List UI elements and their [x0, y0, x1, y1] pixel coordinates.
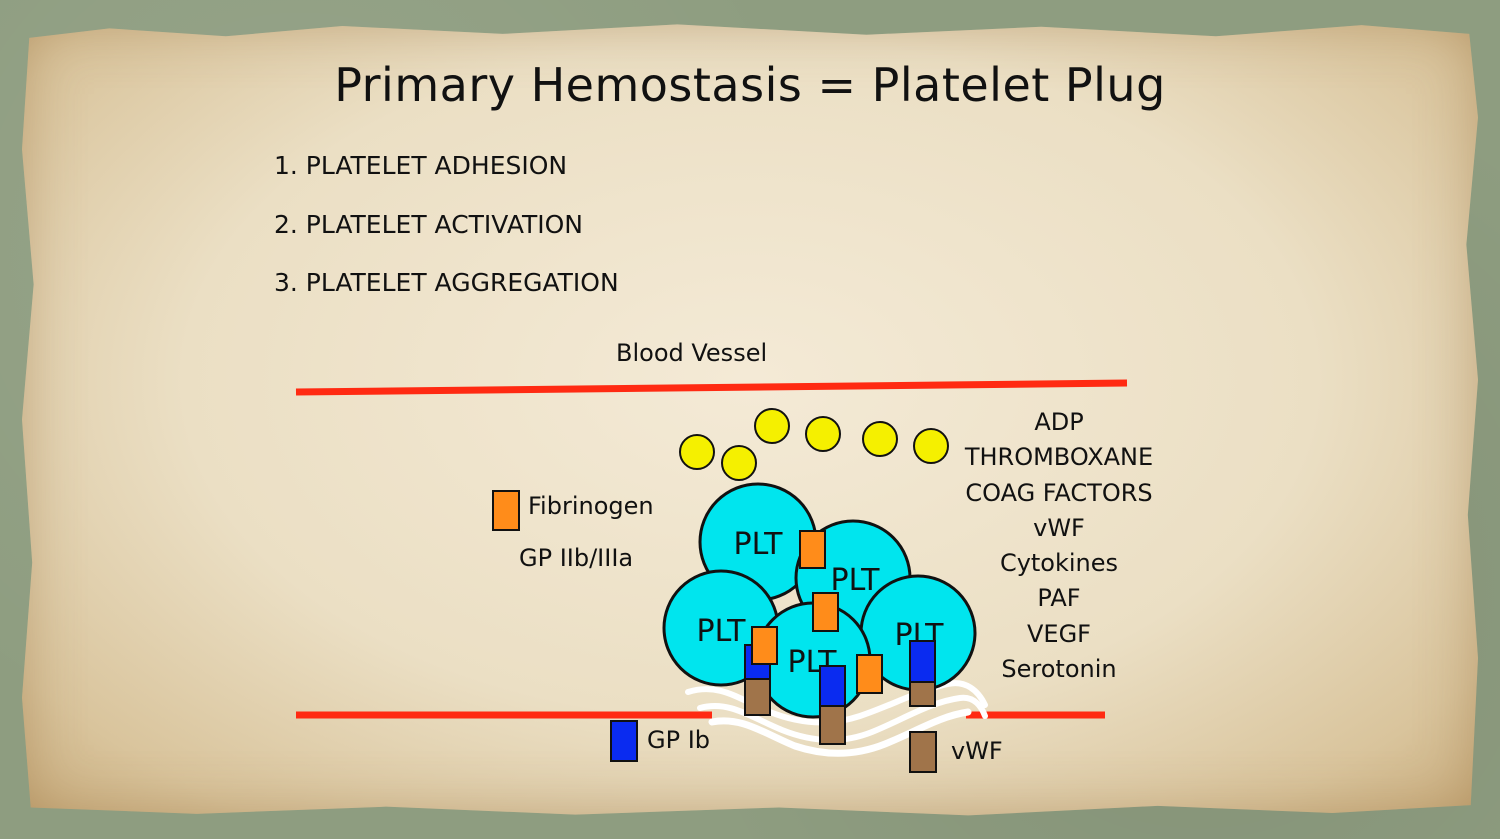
platelet-label: PLT	[697, 614, 747, 649]
gp-iib-iiia-label: GP IIb/IIIa	[519, 544, 634, 572]
step-activation: 2. PLATELET ACTIVATION	[274, 210, 583, 239]
mediator-cytokines: Cytokines	[999, 549, 1119, 578]
platelet-label: PLT	[734, 527, 784, 562]
blood-vessel-label: Blood Vessel	[616, 339, 768, 367]
step-adhesion: 1. PLATELET ADHESION	[274, 151, 568, 180]
vwf-label: vWF	[951, 737, 1003, 765]
gp-ib-label: GP Ib	[647, 726, 711, 754]
mediator-paf: PAF	[1037, 584, 1081, 613]
vwf-molecules	[744, 678, 936, 745]
mediator-list: ADP THROMBOXANE COAG FACTORS vWF Cytokin…	[950, 405, 1168, 687]
fibrinogen-bridge	[751, 626, 778, 665]
vwf-swatch	[909, 731, 937, 773]
granule	[913, 428, 949, 464]
slide-title: Primary Hemostasis = Platelet Plug	[334, 58, 1166, 112]
fibrinogen-bridge	[856, 654, 883, 694]
fibrinogen-label: Fibrinogen	[528, 492, 654, 520]
fibrinogen-bridge	[799, 530, 826, 569]
mediator-coag-factors: COAG FACTORS	[965, 478, 1153, 507]
gp-ib-swatch	[610, 720, 638, 762]
granule	[805, 416, 841, 452]
mediator-thromboxane: THROMBOXANE	[964, 443, 1154, 472]
mediator-serotonin: Serotonin	[1001, 655, 1117, 684]
vessel-wall-top	[295, 379, 1128, 396]
fibrinogen-bridges	[751, 530, 883, 694]
granule	[679, 434, 715, 470]
gp-ib-receptor	[819, 665, 846, 707]
fibrinogen-bridge	[812, 592, 839, 632]
granule	[862, 421, 898, 457]
vwf-molecule	[819, 705, 846, 745]
vwf-molecule	[909, 681, 936, 707]
step-aggregation: 3. PLATELET AGGREGATION	[274, 268, 619, 297]
mediator-adp: ADP	[1034, 408, 1084, 436]
mediator-vwf: vWF	[1033, 513, 1085, 542]
collagen-fibers	[685, 680, 988, 757]
granule	[754, 408, 790, 444]
mediator-vegf: VEGF	[1027, 619, 1091, 648]
fibrinogen-swatch	[492, 490, 520, 531]
vwf-molecule	[744, 678, 771, 716]
gp-ib-receptor	[909, 640, 936, 684]
granule	[721, 445, 757, 481]
granules	[679, 408, 949, 481]
